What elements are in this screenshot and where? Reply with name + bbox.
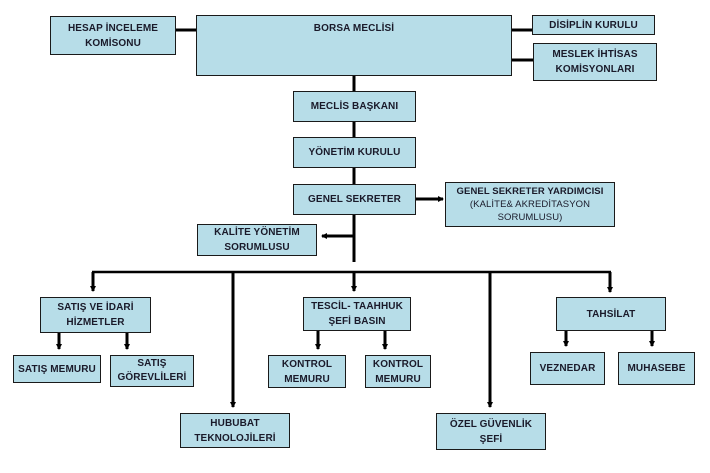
node-gs-yardimcisi: GENEL SEKRETER YARDIMCISI (KALİTE& AKREDİ…	[445, 182, 615, 227]
node-muhasebe: MUHASEBE	[618, 352, 695, 385]
node-veznedar: VEZNEDAR	[530, 352, 605, 385]
node-satis-idari: SATIŞ VE İDARİ HİZMETLER	[40, 297, 151, 333]
node-meslek-ihtisas: MESLEK İHTİSAS KOMİSYONLARI	[533, 43, 657, 81]
node-disiplin-kurulu: DİSİPLİN KURULU	[532, 15, 655, 35]
gs-yardimcisi-title: GENEL SEKRETER YARDIMCISI	[456, 186, 604, 197]
node-kalite-yonetim: KALİTE YÖNETİM SORUMLUSU	[197, 224, 317, 256]
node-tahsilat: TAHSİLAT	[556, 297, 666, 331]
node-meclis-baskani: MECLİS BAŞKANI	[293, 91, 416, 122]
gs-yardimcisi-subtitle: (KALİTE& AKREDİTASYON SORUMLUSU)	[469, 199, 591, 223]
node-ozel-guvenlik: ÖZEL GÜVENLİK ŞEFİ	[436, 413, 546, 450]
node-hesap-inceleme: HESAP İNCELEME KOMİSONU	[50, 16, 176, 55]
node-kontrol-memuru-2: KONTROL MEMURU	[365, 355, 431, 388]
node-kontrol-memuru-1: KONTROL MEMURU	[268, 355, 346, 388]
node-satis-memuru: SATIŞ MEMURU	[13, 355, 101, 383]
node-genel-sekreter: GENEL SEKRETER	[293, 184, 416, 215]
node-hububat: HUBUBAT TEKNOLOJİLERİ	[180, 413, 290, 448]
node-yonetim-kurulu: YÖNETİM KURULU	[293, 137, 416, 168]
node-tescil-taahhuk: TESCİL- TAAHHUK ŞEFİ BASIN	[303, 297, 411, 331]
node-borsa-meclisi: BORSA MECLİSİ	[196, 15, 512, 76]
node-satis-gorevlileri: SATIŞ GÖREVLİLERİ	[110, 355, 194, 387]
